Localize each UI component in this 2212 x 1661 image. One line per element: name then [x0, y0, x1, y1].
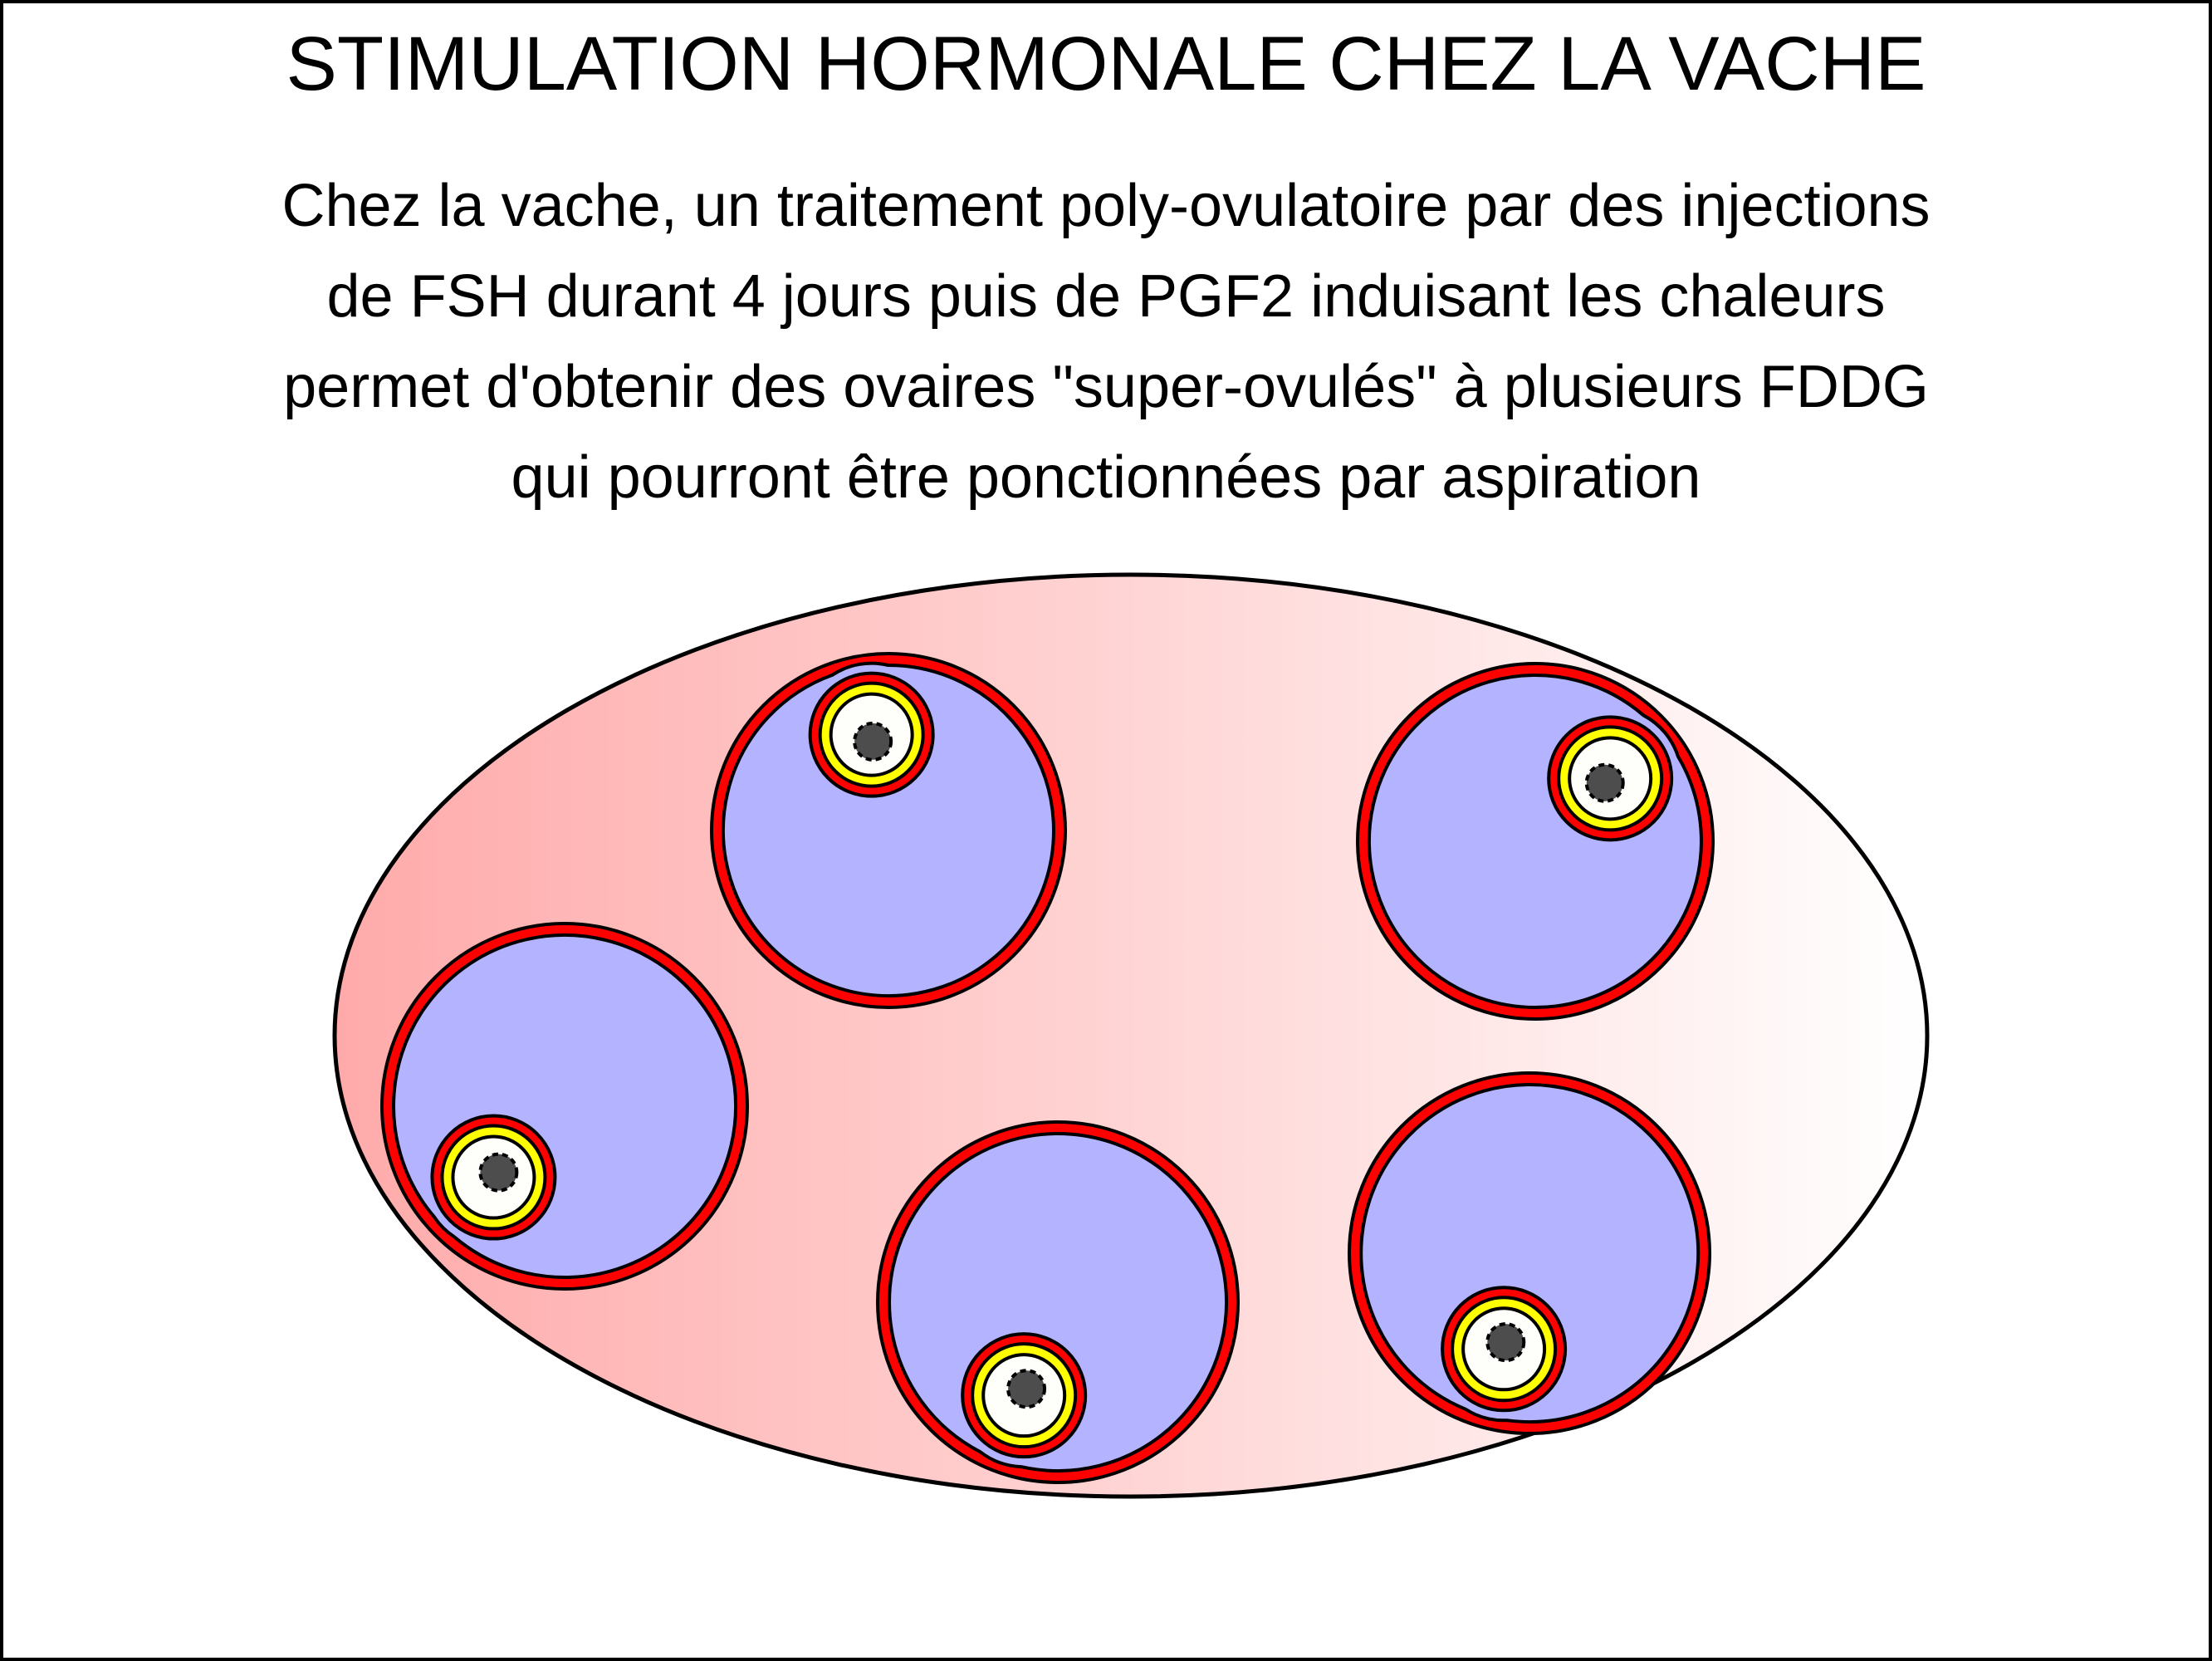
oocyte-nucleus: [1006, 1369, 1047, 1409]
follicle-1: [710, 652, 1067, 1009]
follicle-3: [380, 922, 749, 1291]
page-title: STIMULATION HORMONALE CHEZ LA VACHE: [286, 22, 1926, 106]
follicles: [380, 652, 1715, 1484]
follicle-antrum: [721, 661, 1055, 997]
oocyte-nucleus: [1485, 1322, 1526, 1363]
follicle-antrum: [1367, 674, 1703, 1009]
description-line-1: Chez la vache, un traitement poly-ovulat…: [281, 173, 1931, 239]
oocyte-nucleus: [478, 1152, 519, 1193]
follicle-antrum: [392, 933, 737, 1279]
description-paragraph: Chez la vache, un traitement poly-ovulat…: [0, 161, 2212, 523]
follicle-5: [1348, 1071, 1711, 1435]
oocyte-nucleus: [853, 721, 893, 762]
oocyte-nucleus: [1584, 762, 1625, 803]
description-line-3: permet d'obtenir des ovaires "super-ovul…: [283, 354, 1929, 420]
description-line-2: de FSH durant 4 jours puis de PGF2 indui…: [326, 263, 1886, 330]
follicle-4: [876, 1120, 1240, 1484]
description-line-4: qui pourront être ponctionnées par aspir…: [511, 444, 1701, 511]
follicle-2: [1356, 662, 1715, 1021]
